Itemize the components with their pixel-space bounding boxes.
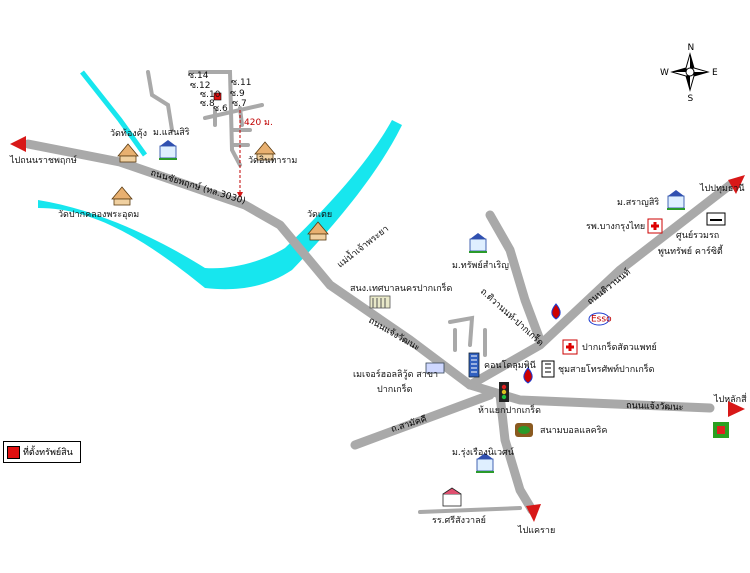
label-hospital: รพ.บางกรุงไทย	[586, 221, 645, 232]
arrow-laksi	[728, 401, 745, 417]
temple-icon-toei	[307, 221, 329, 241]
temple-icon-intharam	[254, 141, 276, 161]
arrow-pathum	[728, 175, 745, 194]
label-service-center: ศูนย์รวมรถ	[676, 229, 719, 241]
label-wat-toei: วัดเตย	[307, 210, 332, 220]
soi-label-14: ซ.14	[188, 71, 209, 81]
soi-label-7: ซ.7	[232, 99, 247, 109]
house-icon-sapsin	[469, 233, 487, 253]
road-label-chaengwattana-2: ถนนแจ้งวัฒนะ	[626, 400, 684, 413]
label-condo: คอนโดลุมพินี	[484, 360, 536, 371]
property-marker	[213, 92, 222, 101]
traffic-light-icon	[499, 382, 509, 402]
laksi-marker-icon	[713, 422, 729, 438]
road-soi-pakkret	[485, 210, 545, 345]
house-icon-saensiri	[159, 140, 177, 160]
dir-khae-rai: ไปแคราย	[517, 525, 555, 536]
road-condo-soi	[448, 315, 487, 357]
river-chao-phraya	[38, 120, 402, 290]
soi-label-10: ซ.10	[200, 90, 221, 100]
road-label-pakkret-soi: ถ.ติวานนท์-ปากเกร็ด	[478, 285, 547, 349]
soi-label-8: ซ.8	[200, 99, 215, 109]
road-samakkhi	[350, 390, 495, 450]
temple-icon-thongkung	[117, 143, 139, 163]
road-south	[495, 390, 537, 515]
dir-ratchaphruek: ไปถนนราชพฤกษ์	[9, 154, 77, 166]
label-wat-pak-khlong: วัดปากคลองพระอุดม	[58, 210, 139, 220]
label-mega-home: เมเจอร์ฮอลลิวู้ด สาขา	[353, 368, 438, 380]
label-m-sapsin: ม.ทรัพย์สำเริญ	[452, 259, 509, 271]
compass-s: S	[688, 94, 694, 104]
compass-w: W	[660, 68, 669, 78]
label-mega-home-2: ปากเกร็ด	[377, 382, 413, 395]
canal	[80, 70, 148, 157]
label-municipality: สนง.เทศบาลนครปากเกร็ด	[350, 281, 452, 294]
compass-n: N	[688, 43, 695, 53]
label-wat-intharam: วัดอินทาราม	[248, 155, 297, 166]
label-vet: ปากเกร็ดสัตวแพทย์	[582, 340, 657, 353]
arrow-khae-rai	[526, 504, 541, 522]
esso-logo: Esso	[588, 312, 612, 326]
property-legend-swatch	[7, 445, 20, 459]
car-dealer-icon	[706, 212, 726, 226]
vet-clinic-icon	[562, 339, 578, 355]
soi-label-12: ซ.12	[190, 81, 210, 91]
gas-station-icon	[551, 303, 561, 320]
label-school: รร.ศรีสังวาลย์	[432, 514, 486, 526]
house-icon-rungrueang	[476, 453, 494, 473]
government-building-icon	[369, 295, 391, 309]
label-m-saensiri: ม.แสนสิริ	[153, 127, 190, 138]
label-telephone: ชุมสายโทรศัพท์ปากเกร็ด	[558, 362, 655, 375]
condo-building-icon	[468, 352, 480, 378]
shopping-mall-icon	[425, 362, 445, 374]
compass-e: E	[712, 68, 718, 78]
road-chaengwattana-east	[465, 380, 715, 413]
dir-laksi: ไปหลักสี่	[713, 392, 747, 405]
road-label-chaiyaphruek: ถนนชัยพฤกษ์ (ทล.3030)	[149, 166, 247, 206]
temple-icon-pakkhlong	[111, 186, 133, 206]
telephone-exchange-icon	[541, 360, 555, 378]
label-intersection: ห้าแยกปากเกร็ด	[478, 403, 541, 416]
soi-label-9: ซ.9	[230, 89, 245, 99]
label-m-saransiri: ม.สราญสิริ	[617, 197, 659, 208]
school-icon	[442, 487, 462, 507]
road-soi-north	[146, 70, 174, 132]
house-icon-saransiri	[667, 190, 685, 210]
river-label: แม่น้ำเจ้าพระยา	[334, 222, 391, 271]
road-label-samakkhi: ถ.สามัคคี	[390, 414, 428, 435]
road-label-tiwanon: ถนนติวานนท์	[584, 266, 632, 307]
legend-label: ที่ตั้งทรัพย์สิน	[23, 448, 73, 458]
gas-station-icon-2	[523, 367, 533, 384]
label-wat-thong-kung: วัดท้องคุ้ง	[110, 128, 147, 139]
road-label-chaengwattana-1: ถนนแจ้งวัฒนะ	[367, 315, 422, 353]
road-tiwanon	[465, 180, 735, 390]
dir-pathum: ไปปทุมธานี	[699, 183, 745, 194]
hospital-icon	[647, 218, 663, 234]
label-car-dealer: พูนทรัพย์ คาร์ซิตี้	[658, 244, 724, 257]
label-m-rungrueang: ม.รุ่งเรืองนิเวศน์	[452, 446, 514, 458]
label-stadium: สนามบอลแลคริค	[540, 425, 607, 436]
compass-icon: N S E W	[660, 43, 718, 104]
arrow-ratchaphruek	[10, 136, 26, 152]
esso-label: Esso	[591, 315, 612, 325]
soi-label-6: ซ.6	[213, 104, 228, 114]
road-soi-grid-5	[230, 128, 252, 147]
distance-label: 420 ม.	[244, 118, 273, 128]
road-school	[418, 506, 522, 514]
stadium-icon	[515, 423, 533, 437]
map-legend: ที่ตั้งทรัพย์สิน	[3, 441, 81, 463]
soi-label-11: ซ.11	[231, 78, 251, 88]
